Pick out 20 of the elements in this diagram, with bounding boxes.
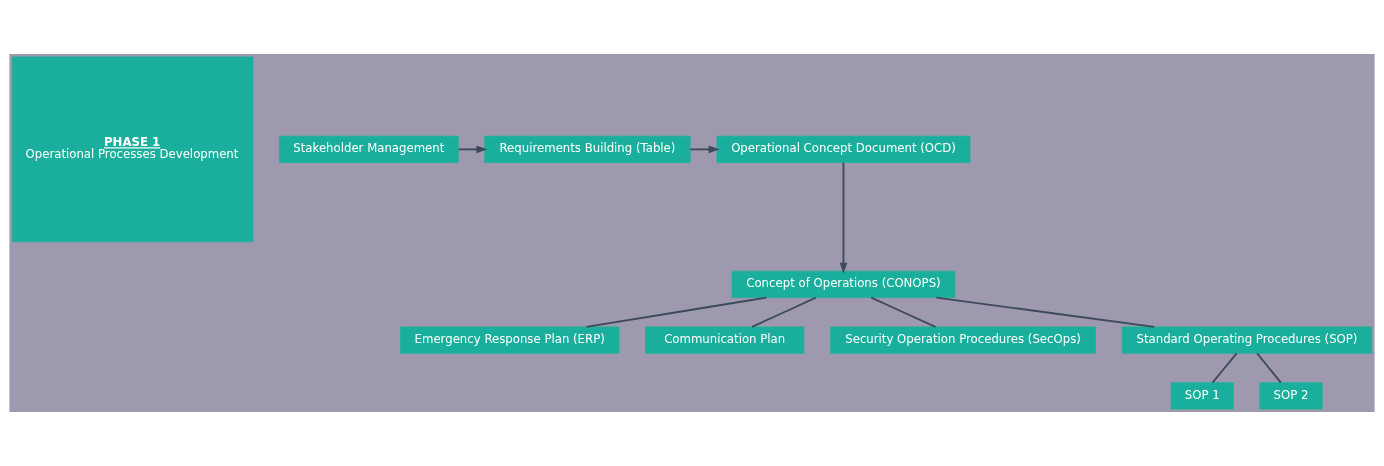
node-box: Standard Operating Procedures (SOP) bbox=[1121, 326, 1373, 354]
arrow bbox=[457, 145, 488, 154]
arrow bbox=[839, 161, 848, 274]
connector bbox=[1256, 352, 1282, 384]
node-box: SOP 2 bbox=[1259, 382, 1323, 410]
node-box: Requirements Building (Table) bbox=[484, 135, 691, 163]
node-box: PHASE 1 Operational Processes Development bbox=[11, 56, 254, 243]
node-box: Stakeholder Management bbox=[279, 135, 459, 163]
node-box: SOP 1 bbox=[1170, 382, 1234, 410]
node-box: Emergency Response Plan (ERP) bbox=[400, 326, 620, 354]
node-box: Operational Concept Document (OCD) bbox=[716, 135, 971, 163]
node-box: Security Operation Procedures (SecOps) bbox=[830, 326, 1096, 354]
node-box: Communication Plan bbox=[645, 326, 805, 354]
connector bbox=[751, 296, 817, 328]
arrow bbox=[689, 145, 720, 154]
connector bbox=[935, 296, 1156, 328]
node-box: Concept of Operations (CONOPS) bbox=[731, 270, 956, 298]
connector bbox=[870, 296, 937, 328]
connector bbox=[585, 296, 768, 328]
connector bbox=[1211, 352, 1238, 384]
